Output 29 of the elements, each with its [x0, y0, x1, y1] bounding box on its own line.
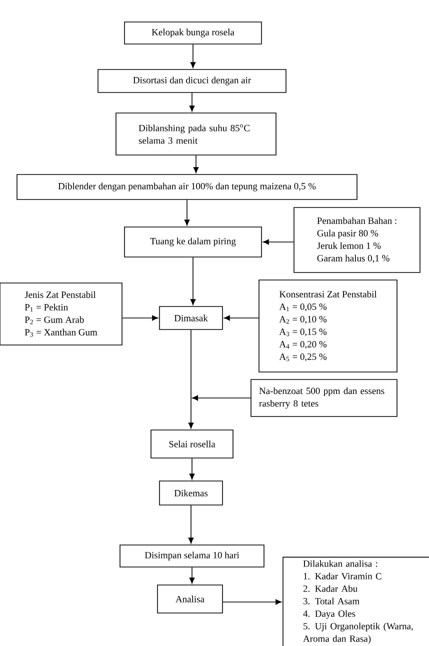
process-box: Tuang ke dalam piring: [124, 226, 262, 258]
arrow: [262, 239, 294, 245]
arrow: [188, 505, 194, 544]
input-box: Konsentrasi Zat Penstabil A$_{1}$ = 0,05 % A$_{2}$ = 0,10 % A$_{3}$ = 0,15 % A$_{4}$ = 0,20 % A$_{5}$ = 0,25 %: [258, 280, 398, 372]
process-box: Disimpan selama 10 hari: [120, 544, 264, 568]
process-box: Dikemas: [159, 480, 223, 506]
arrow: [189, 458, 195, 480]
arrow: [190, 257, 196, 306]
process-box: Dimasak: [159, 306, 223, 330]
process-box: Disortasi dan dicuci dengan air: [98, 69, 286, 93]
input-box: Penambahan Bahan : Gula pasir 80 % Jeruk lemon 1 % Garam halus 0,1 %: [294, 207, 420, 273]
process-box: Selai rosella: [150, 430, 234, 458]
process-box: Diblanshing pada suhu 85$^{o}$C selama 3 menit: [116, 112, 276, 156]
process-box: Kelopak bunga rosela: [124, 22, 262, 44]
input-box: Jenis Zat Penstabil P$_{1}$ = Pektin P$_{2}$ = Gum Arab P$_{3}$ = Xanthan Gum: [0, 282, 122, 346]
input-box: Dilakukan analisa : 1. Kadar Viramin C 2. Kadar Abu 3. Total Asam 4. Daya Oles 5. Uji Organoleptik (Warna, Aroma dan Rasa): [282, 556, 429, 646]
arrow: [193, 155, 199, 174]
input-box: Na-benzoat 500 ppm dan essens rasberry 8 tetes: [250, 379, 398, 417]
process-box: Diblender dengan penambahan air 100% dan tepung maizena 0,5 %: [16, 174, 358, 200]
arrow: [122, 315, 158, 321]
arrow: [184, 200, 190, 226]
arrow: [224, 315, 259, 321]
arrow: [192, 395, 251, 401]
process-box: Analisa: [157, 584, 223, 614]
arrow: [189, 567, 195, 584]
arrow: [190, 44, 196, 68]
arrow: [222, 599, 282, 605]
arrow: [189, 92, 195, 112]
arrow: [188, 330, 194, 429]
